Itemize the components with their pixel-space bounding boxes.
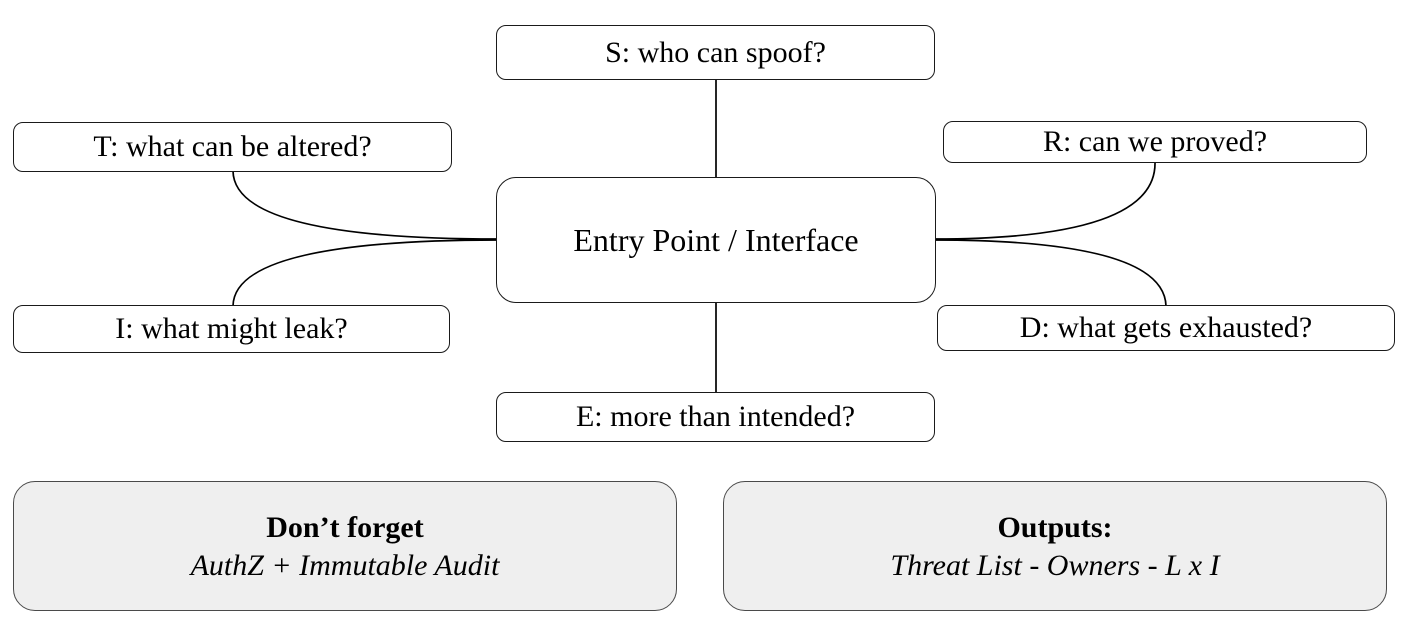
note-dont-forget: Don’t forget AuthZ + Immutable Audit [13, 481, 677, 611]
node-repudiation: R: can we proved? [943, 121, 1367, 163]
connector-r-center [934, 161, 1156, 240]
node-tampering: T: what can be altered? [13, 122, 452, 172]
note-outputs-body: Threat List - Owners - L x I [890, 548, 1220, 582]
connector-d-center [934, 239, 1167, 307]
note-dont-forget-title: Don’t forget [266, 510, 424, 544]
node-denial-of-service: D: what gets exhausted? [937, 305, 1395, 351]
node-entry-point: Entry Point / Interface [496, 177, 936, 303]
node-information-disclosure: I: what might leak? [13, 305, 450, 353]
connector-t-center [232, 170, 498, 240]
note-outputs-title: Outputs: [997, 510, 1113, 544]
node-elevation-of-privilege: E: more than intended? [496, 392, 935, 442]
node-spoofing: S: who can spoof? [496, 25, 935, 80]
note-dont-forget-body: AuthZ + Immutable Audit [190, 548, 500, 582]
connector-i-center [232, 239, 498, 307]
note-outputs: Outputs: Threat List - Owners - L x I [723, 481, 1387, 611]
